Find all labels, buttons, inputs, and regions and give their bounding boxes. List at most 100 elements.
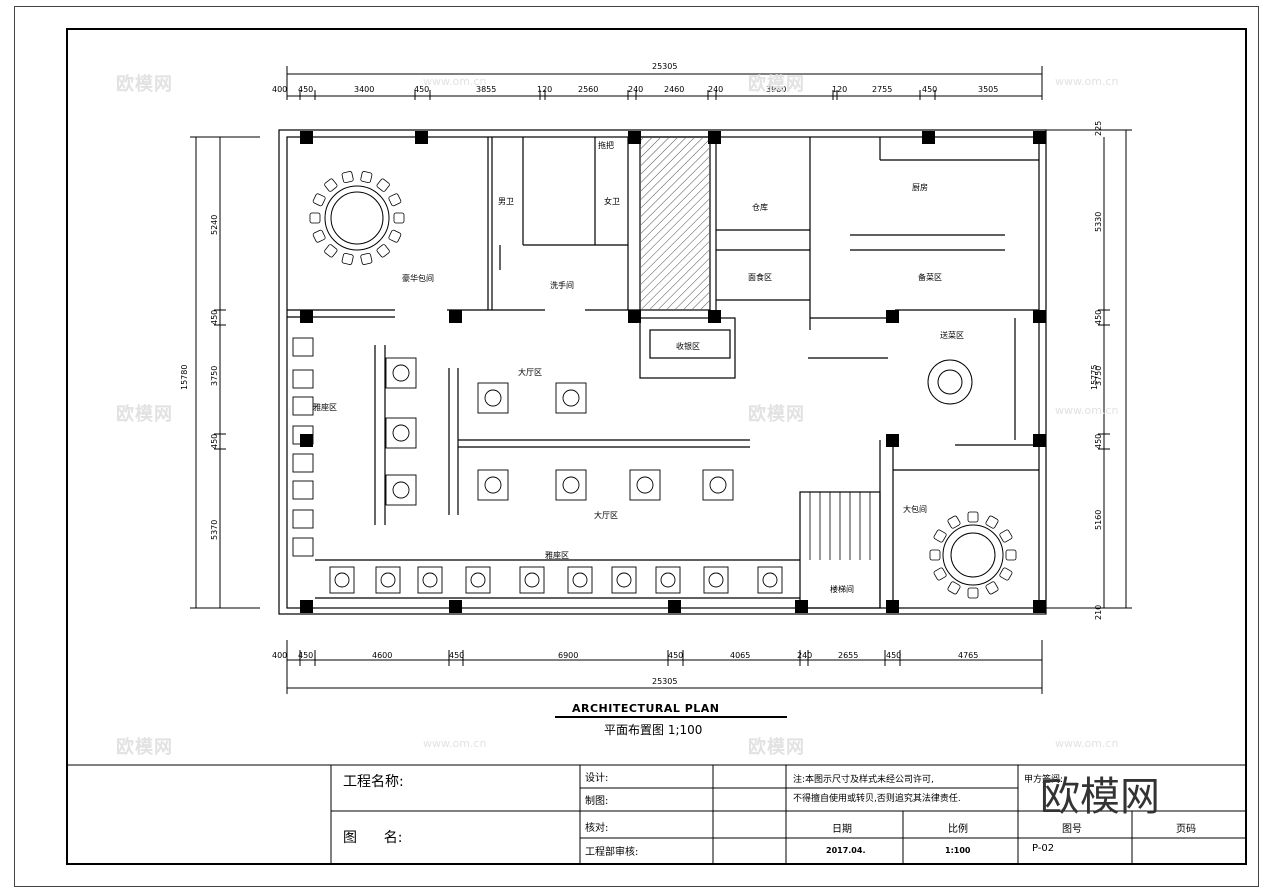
scale-label: 比例 <box>948 824 968 835</box>
chair <box>999 529 1013 543</box>
booth-table-top <box>660 572 676 588</box>
dimension-label: 3980 <box>766 85 787 94</box>
chair <box>360 252 373 265</box>
dimension-label: 240 <box>708 85 724 94</box>
watermark-url: www.om.cn <box>423 75 487 88</box>
sheet-border <box>14 6 1259 887</box>
title-underline <box>555 716 787 718</box>
room-serving: 送菜区 <box>940 331 964 340</box>
chair <box>376 178 390 192</box>
chair <box>929 549 941 561</box>
booth-table <box>375 566 401 594</box>
watermark-logo: 欧模网 <box>748 737 805 758</box>
booth-table-top <box>572 572 588 588</box>
dimension-label: 450 <box>298 85 314 94</box>
chair <box>933 529 947 543</box>
dim-top-total: 25305 <box>652 62 678 71</box>
chair <box>388 229 402 243</box>
dimension-label: 120 <box>832 85 848 94</box>
dimension-label: 450 <box>886 651 902 660</box>
room-hall-lower: 大厅区 <box>594 511 618 520</box>
watermark-logo: 欧模网 <box>116 737 173 758</box>
table-top <box>392 424 410 442</box>
watermark-logo: 欧模网 <box>116 404 173 425</box>
room-cashier: 收银区 <box>676 342 700 351</box>
table <box>385 417 417 449</box>
chair <box>388 193 402 207</box>
table <box>629 469 661 501</box>
chair <box>324 178 338 192</box>
room-booth-bottom: 雅座区 <box>545 551 569 560</box>
room-washroom: 洗手间 <box>550 281 574 290</box>
table-top <box>484 389 502 407</box>
drawing-name-label: 图 名: <box>343 830 403 846</box>
chair <box>309 212 321 224</box>
table <box>477 469 509 501</box>
chair <box>967 587 979 599</box>
table <box>702 469 734 501</box>
dimension-label: 450 <box>922 85 938 94</box>
booth-seat <box>292 453 314 473</box>
dimension-label: 3505 <box>978 85 999 94</box>
chair <box>967 511 979 523</box>
dimension-label: 4065 <box>730 651 751 660</box>
booth-table-top <box>708 572 724 588</box>
booth-table <box>567 566 593 594</box>
logo: 欧模网 <box>1040 774 1160 820</box>
scale-value: 1:100 <box>945 846 971 855</box>
table <box>555 382 587 414</box>
booth-table-top <box>762 572 778 588</box>
drawing-frame <box>66 28 1247 865</box>
drafting-label: 制图: <box>585 796 609 807</box>
watermark-url: www.om.cn <box>1055 737 1119 750</box>
chair <box>324 244 338 258</box>
dimension-label: 2755 <box>872 85 893 94</box>
table-top <box>392 481 410 499</box>
room-kitchen: 厨房 <box>912 183 928 192</box>
watermark-url: www.om.cn <box>1055 404 1119 417</box>
date-label: 日期 <box>832 824 852 835</box>
booth-seat <box>292 425 314 445</box>
table-top <box>636 476 654 494</box>
check-label: 核对: <box>585 823 609 834</box>
booth-seat <box>292 337 314 357</box>
chair <box>1005 549 1017 561</box>
page-label: 页码 <box>1176 824 1196 835</box>
watermark-logo: 欧模网 <box>748 74 805 95</box>
chair <box>312 193 326 207</box>
table-top <box>562 389 580 407</box>
booth-table <box>465 566 491 594</box>
review-label: 工程部审核: <box>585 847 639 858</box>
booth-seat <box>292 509 314 529</box>
booth-table <box>757 566 783 594</box>
table-top <box>709 476 727 494</box>
dimension-label: 400 <box>272 85 288 94</box>
chair <box>360 171 373 184</box>
dimension-label: 2655 <box>838 651 859 660</box>
booth-seat <box>292 369 314 389</box>
booth-table <box>655 566 681 594</box>
booth-seat <box>292 537 314 557</box>
client-label: 甲方签阅: <box>1024 775 1064 785</box>
dimension-label: 2460 <box>664 85 685 94</box>
chair <box>312 229 326 243</box>
dimension-label: 120 <box>537 85 553 94</box>
table-top <box>484 476 502 494</box>
table <box>385 474 417 506</box>
plan-title-en: ARCHITECTURAL PLAN <box>572 702 720 715</box>
chair <box>393 212 405 224</box>
chair <box>933 567 947 581</box>
room-vip: 豪华包间 <box>402 274 434 283</box>
table-top <box>562 476 580 494</box>
dimension-label: 4765 <box>958 651 979 660</box>
room-booth-left: 雅座区 <box>313 403 337 412</box>
note-line-2: 不得擅自使用或转贝,否则追究其法律责任. <box>793 794 961 804</box>
dimension-label: 450 <box>298 651 314 660</box>
project-name-label: 工程名称: <box>343 774 404 790</box>
booth-table-top <box>334 572 350 588</box>
booth-table-top <box>470 572 486 588</box>
booth-table <box>329 566 355 594</box>
design-label: 设计: <box>585 773 609 784</box>
chair <box>947 581 961 595</box>
